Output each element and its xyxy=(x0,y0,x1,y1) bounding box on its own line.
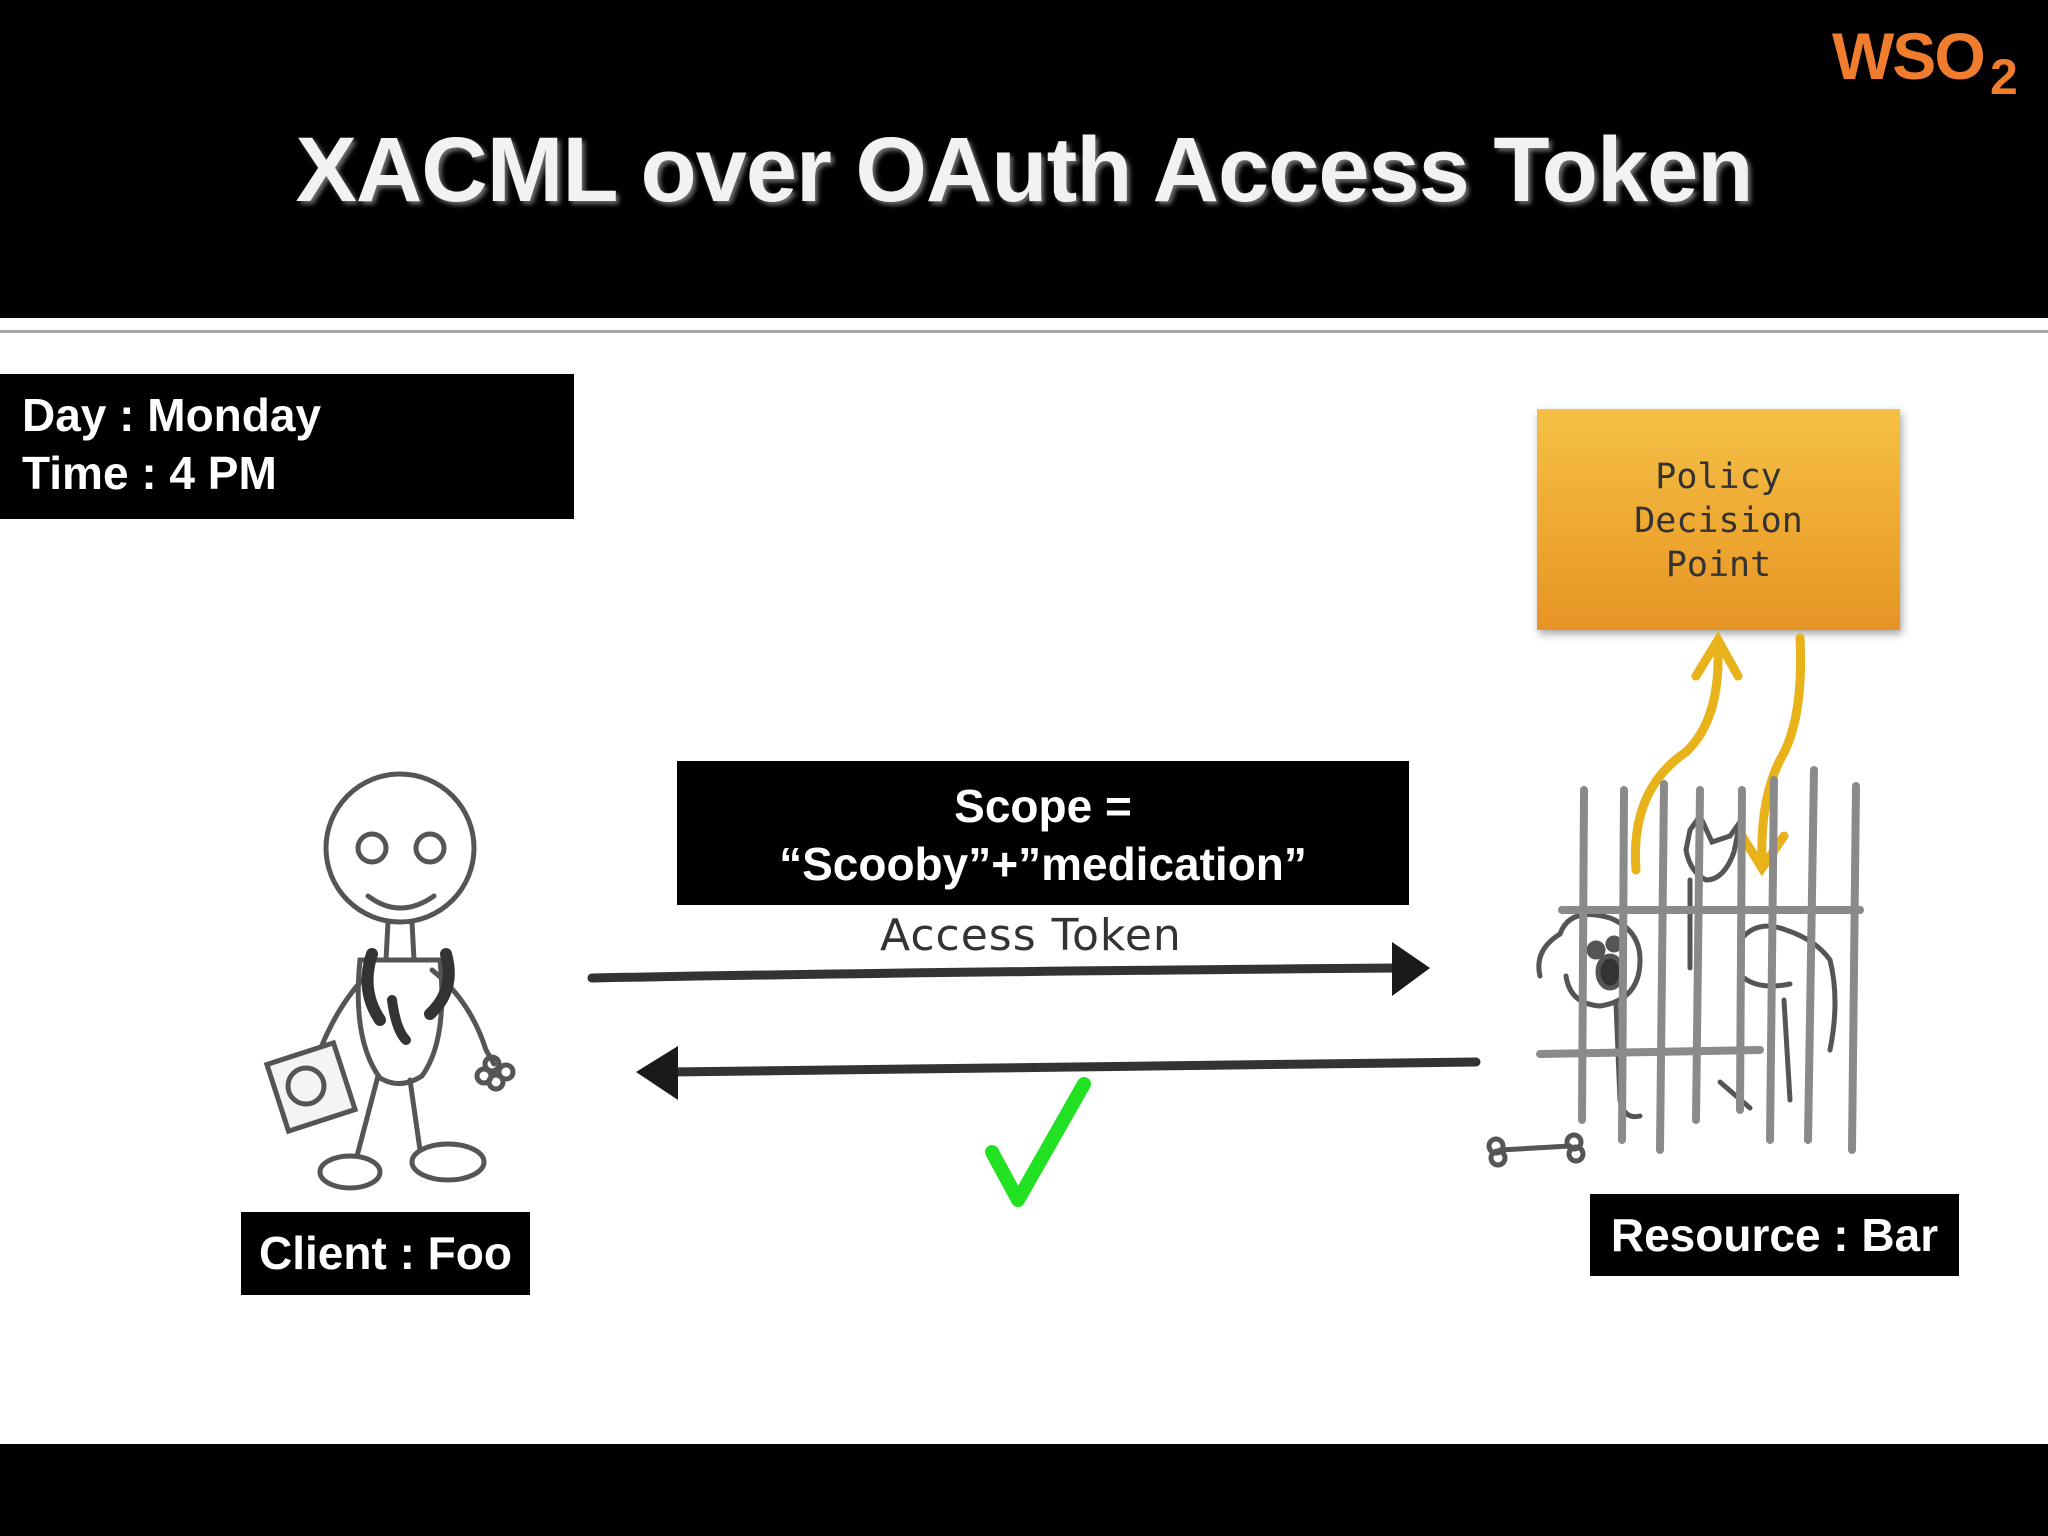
stick-figure-icon xyxy=(263,771,516,1191)
response-arrow xyxy=(636,1046,1481,1100)
logo-subscript: 2 xyxy=(1990,49,2018,105)
client-label: Client : Foo xyxy=(259,1227,512,1279)
resource-label-box: Resource : Bar xyxy=(1590,1194,1959,1276)
resource-label: Resource : Bar xyxy=(1610,1209,1939,1261)
day-label: Day : Monday xyxy=(22,389,322,441)
pdp-label: Policy Decision Point xyxy=(1634,457,1803,585)
header-divider xyxy=(0,330,2048,333)
slide-title: XACML over OAuth Access Token xyxy=(295,119,1754,221)
header-band xyxy=(0,0,2048,318)
pdp-request-arrow xyxy=(1630,631,1743,875)
caged-dogs-icon xyxy=(1486,766,1864,1168)
footer-band xyxy=(0,1444,2048,1536)
request-arrow xyxy=(587,942,1430,996)
check-mark-icon xyxy=(985,1077,1091,1207)
time-label: Time : 4 PM xyxy=(22,447,277,499)
scope-title: Scope = xyxy=(954,780,1132,832)
scope-value: “Scooby”+”medication” xyxy=(779,838,1307,890)
policy-decision-point-box: Policy Decision Point xyxy=(1537,409,1900,630)
day-time-box: Day : Monday Time : 4 PM xyxy=(0,374,574,519)
scope-box: Scope = “Scooby”+”medication” xyxy=(677,761,1409,905)
wso2-logo: WSO 2 xyxy=(1832,14,2032,105)
access-token-label: Access Token xyxy=(880,910,1182,961)
logo-wordmark: WSO xyxy=(1832,19,1986,93)
client-label-box: Client : Foo xyxy=(241,1212,530,1295)
